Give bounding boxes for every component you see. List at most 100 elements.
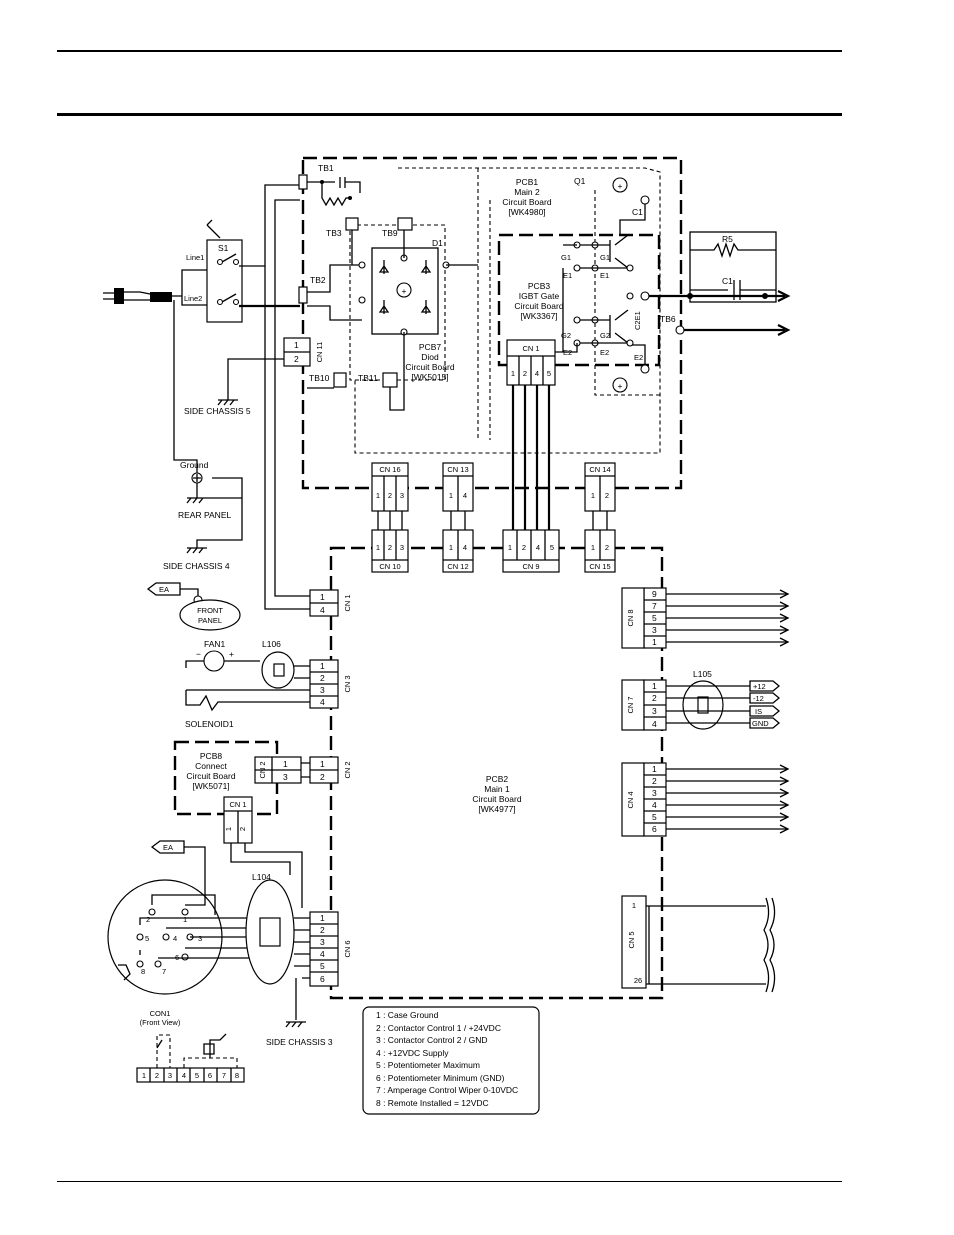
svg-text:TB9: TB9 (382, 228, 398, 238)
svg-text:CN 6: CN 6 (343, 940, 352, 957)
svg-text:4: 4 (463, 543, 467, 552)
svg-text:TB3: TB3 (326, 228, 342, 238)
svg-text:L104: L104 (252, 872, 271, 882)
svg-text:2: 2 (294, 354, 299, 364)
svg-text:1: 1 (320, 661, 325, 671)
svg-text:CN 2: CN 2 (258, 761, 267, 778)
svg-text:1: 1 (449, 491, 453, 500)
svg-text:2: 2 (388, 543, 392, 552)
svg-text:CN 1: CN 1 (343, 594, 352, 611)
svg-text:1: 1 (320, 759, 325, 769)
node-dot (762, 293, 768, 299)
svg-text:1: 1 (376, 491, 380, 500)
socket-wires (139, 885, 255, 959)
svg-text:5 : Potentiometer Maximum: 5 : Potentiometer Maximum (376, 1060, 480, 1070)
svg-text:PCB3: PCB3 (528, 281, 550, 291)
bridge-leads (351, 230, 478, 266)
svg-text:D1: D1 (432, 238, 443, 248)
svg-text:CN 16: CN 16 (379, 465, 400, 474)
svg-text:8: 8 (141, 967, 145, 976)
fan-leads (294, 665, 310, 679)
cn6-connector: 1 2 3 4 5 6 CN 6 (309, 911, 352, 987)
svg-text:5: 5 (145, 934, 149, 943)
cn10-connector: 1 2 3 CN 10 (371, 529, 409, 573)
cn8-arrows (779, 589, 790, 647)
cn16-connector: CN 16 1 2 3 (371, 462, 409, 512)
svg-text:5: 5 (550, 543, 554, 552)
svg-text:G1: G1 (561, 253, 571, 262)
inter-board-wires (377, 511, 608, 530)
line2-label: Line2 (184, 294, 202, 303)
svg-text:2: 2 (605, 543, 609, 552)
svg-text:5: 5 (547, 369, 551, 378)
svg-text:1: 1 (320, 592, 325, 602)
pin-legend: 1 : Case Ground 2 : Contactor Control 1 … (362, 1006, 540, 1115)
pcb1-label: PCB1 Main 2 Circuit Board [WK4980] (502, 177, 551, 217)
svg-text:CN 14: CN 14 (589, 465, 610, 474)
ea-front-panel-wire (180, 588, 199, 598)
pcb3-outline (497, 233, 661, 367)
svg-text:1: 1 (224, 827, 233, 831)
cn4-leads (666, 768, 788, 830)
svg-text:1: 1 (376, 543, 380, 552)
svg-text:EA: EA (163, 843, 173, 852)
svg-text:7: 7 (652, 601, 657, 611)
svg-text:Connect: Connect (195, 761, 227, 771)
front-panel-ground: FRONT PANEL (179, 595, 241, 631)
node-dot (687, 293, 693, 299)
svg-text:3: 3 (168, 1071, 172, 1080)
cn1-igbt-connector: CN 1 1 2 4 5 (506, 339, 556, 386)
svg-text:PCB7: PCB7 (419, 342, 441, 352)
cn9-connector: 1 2 4 5 CN 9 (502, 529, 560, 573)
svg-text:CN 11: CN 11 (315, 342, 324, 363)
svg-text:C2E1: C2E1 (633, 311, 642, 330)
svg-text:1: 1 (591, 543, 595, 552)
cn7-connector: CN 7 1 2 3 4 (621, 679, 667, 731)
svg-text:4: 4 (320, 605, 325, 615)
svg-text:1 : Case Ground: 1 : Case Ground (376, 1010, 439, 1020)
svg-text:CN 9: CN 9 (522, 562, 539, 571)
svg-text:2: 2 (652, 776, 657, 786)
svg-text:R5: R5 (722, 234, 733, 244)
cn4-arrows (779, 764, 790, 834)
svg-text:1: 1 (652, 637, 657, 647)
svg-text:PCB2: PCB2 (486, 774, 508, 784)
svg-text:4: 4 (652, 719, 657, 729)
cn13-connector: CN 13 1 4 (442, 462, 474, 512)
svg-text:[WK4980]: [WK4980] (508, 207, 545, 217)
svg-text:3: 3 (400, 491, 404, 500)
svg-text:1: 1 (183, 915, 187, 924)
svg-text:4: 4 (652, 800, 657, 810)
pcb8-link (301, 762, 310, 778)
svg-text:CN 10: CN 10 (379, 562, 400, 571)
svg-text:SIDE CHASSIS 4: SIDE CHASSIS 4 (163, 561, 230, 571)
fan1: FAN1 − + (185, 639, 260, 672)
svg-text:C1: C1 (722, 276, 733, 286)
svg-text:+: + (618, 381, 623, 391)
side-chassis-4: SIDE CHASSIS 4 (163, 547, 230, 571)
svg-text:4: 4 (320, 697, 325, 707)
svg-text:CN 15: CN 15 (589, 562, 610, 571)
gate-leads (555, 244, 578, 353)
svg-text:8 : Remote Installed = 12VDC: 8 : Remote Installed = 12VDC (376, 1098, 489, 1108)
svg-text:2: 2 (320, 772, 325, 782)
svg-text:Circuit Board: Circuit Board (186, 771, 235, 781)
tb1-terminal: TB1 (298, 163, 361, 207)
header-rule-top (57, 50, 842, 52)
svg-text:−: − (196, 649, 201, 659)
svg-text:3: 3 (198, 934, 202, 943)
svg-text:-12: -12 (753, 694, 764, 703)
svg-text:1: 1 (652, 764, 657, 774)
svg-text:3: 3 (400, 543, 404, 552)
svg-text:Circuit Board: Circuit Board (472, 794, 521, 804)
con1-pinout-strip: 1 2 3 4 5 6 7 8 (136, 1033, 245, 1083)
svg-text:+12: +12 (753, 682, 766, 691)
output-lead-2 (684, 324, 791, 336)
svg-text:5: 5 (195, 1071, 199, 1080)
ea-socket-wire (184, 846, 206, 885)
svg-text:5: 5 (652, 613, 657, 623)
svg-text:1: 1 (591, 491, 595, 500)
svg-text:7: 7 (162, 967, 166, 976)
